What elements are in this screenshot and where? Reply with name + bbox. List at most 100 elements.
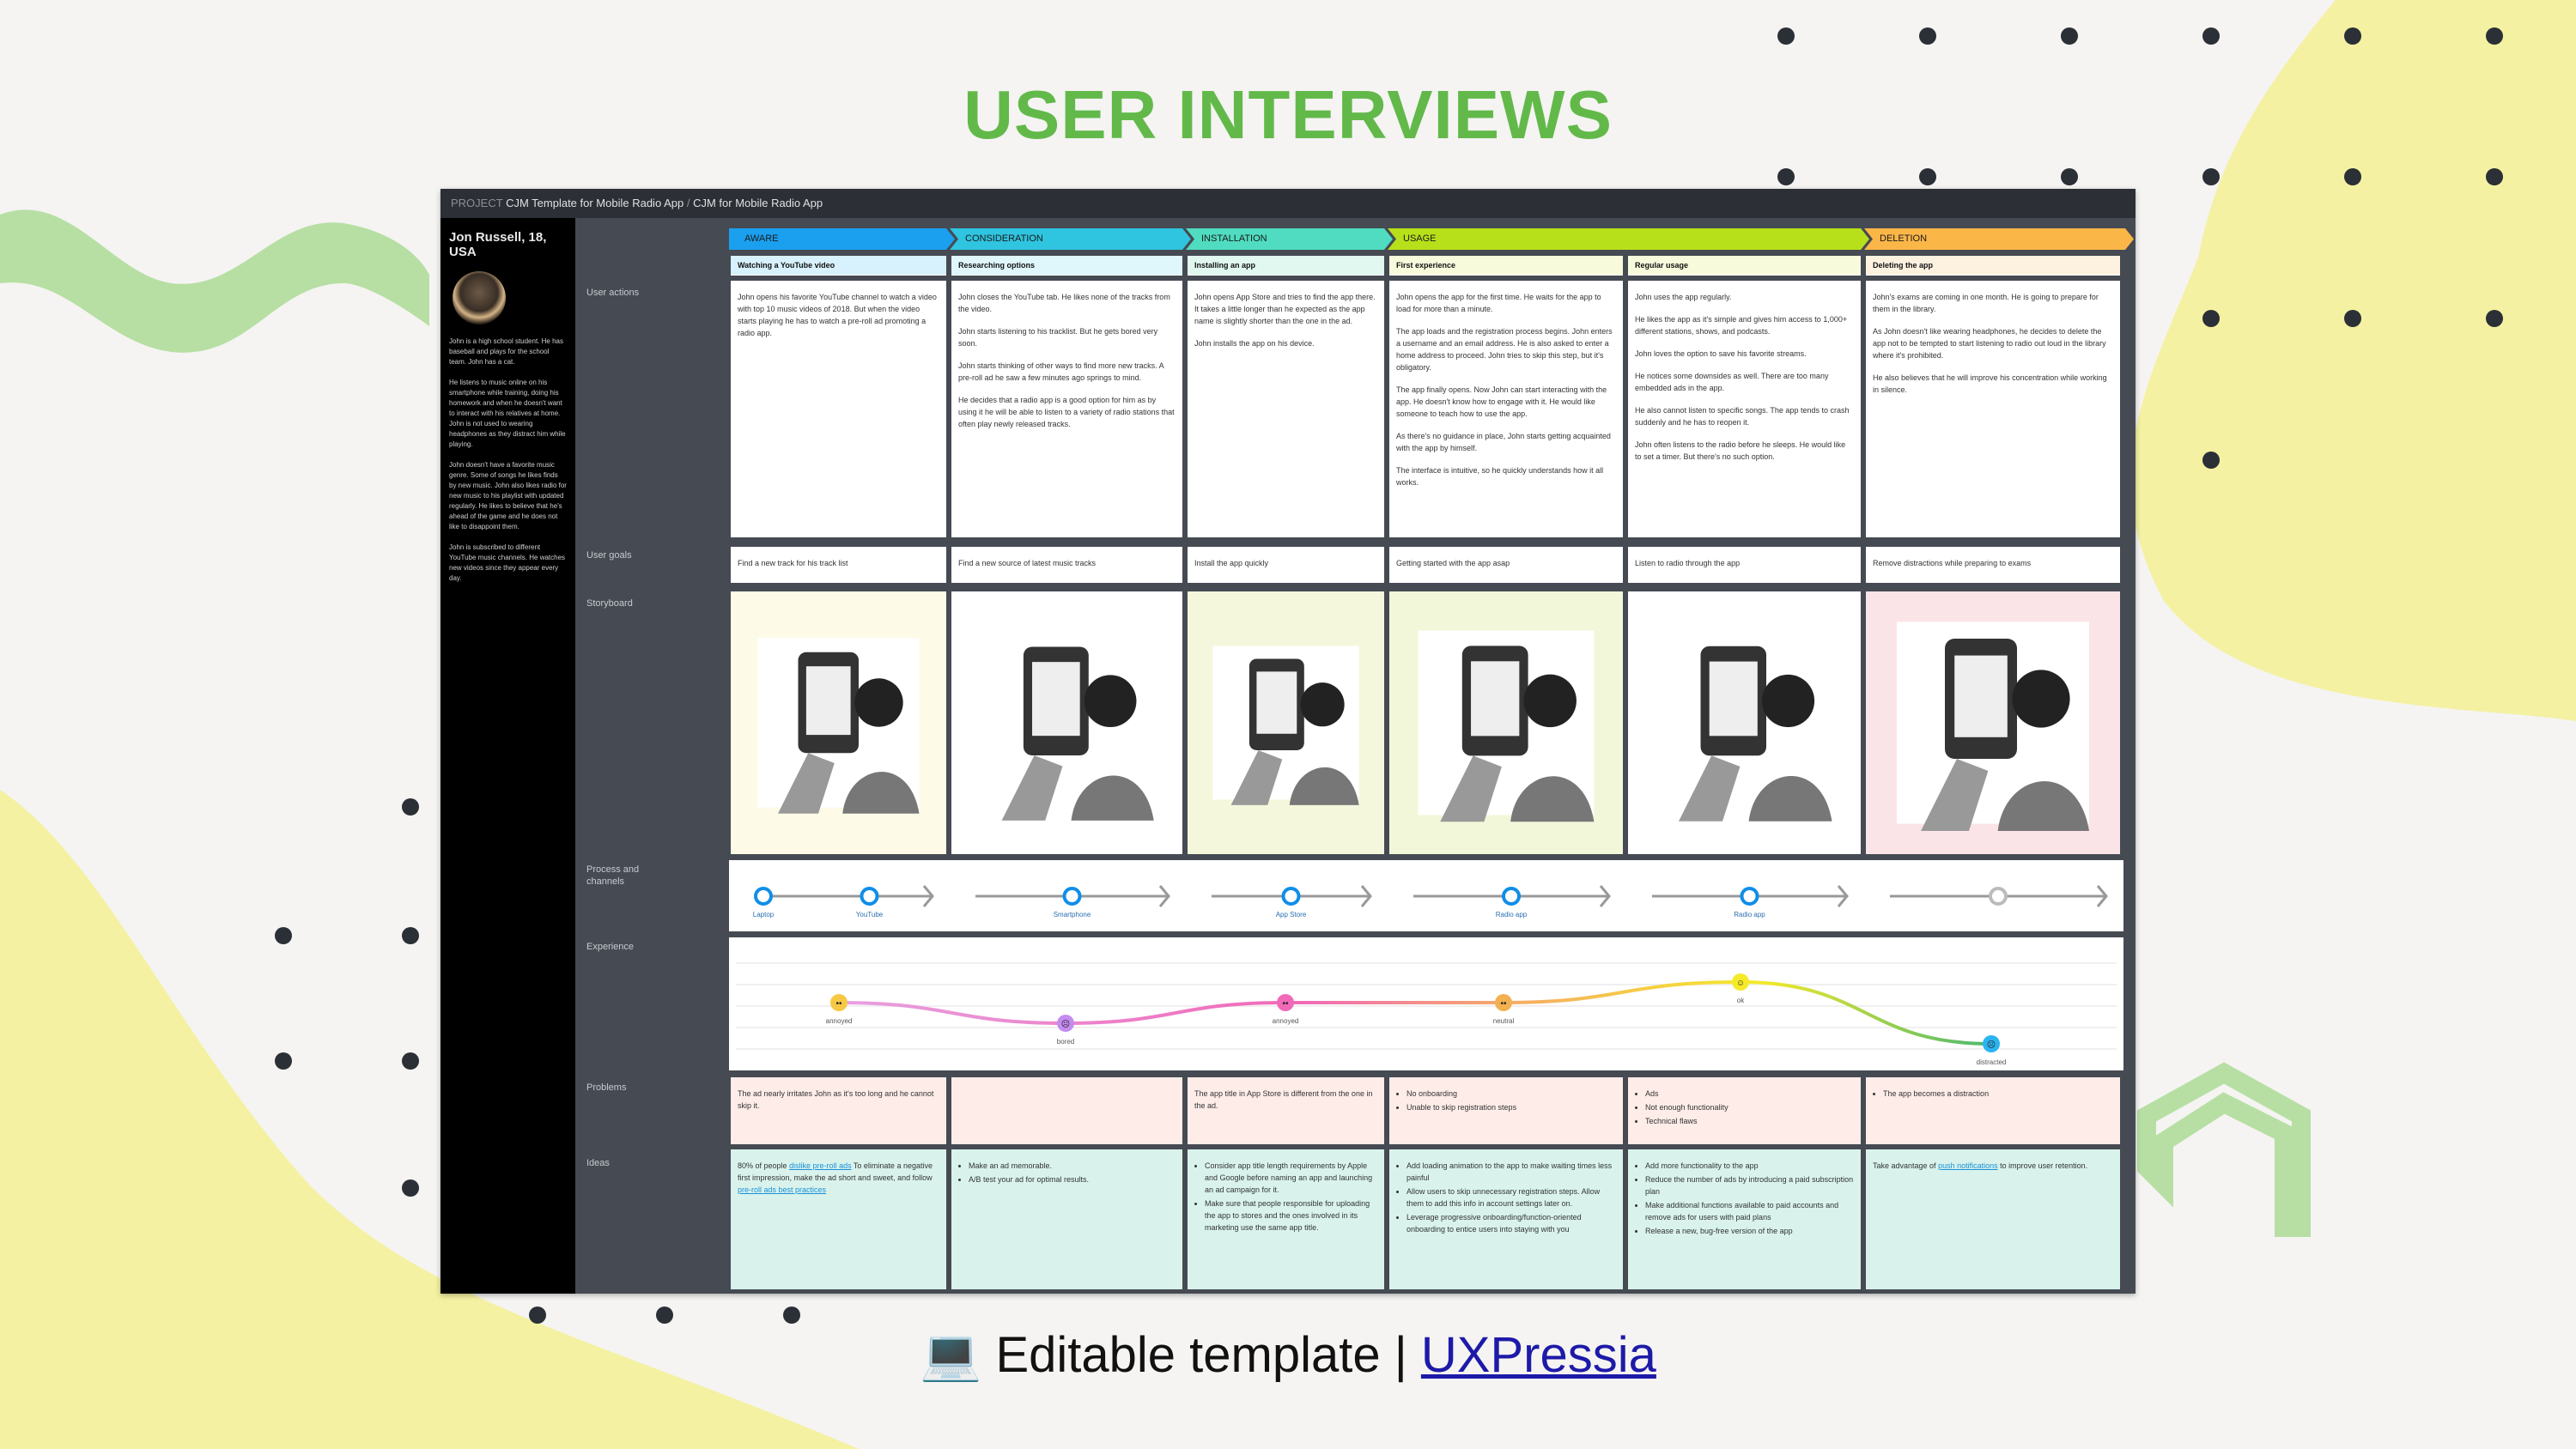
decorative-dot (275, 927, 292, 944)
emotion-face-icon (1732, 973, 1749, 991)
user-goal-cell[interactable]: Getting started with the app asap (1389, 547, 1623, 583)
user-action-text: The app finally opens. Now John can star… (1396, 385, 1607, 418)
storyboard-cell[interactable] (731, 591, 946, 854)
user-action-text: John loves the option to save his favori… (1635, 349, 1807, 358)
problems-cell[interactable]: The app title in App Store is different … (1188, 1077, 1384, 1144)
emotion-face-icon (1983, 1035, 2000, 1052)
arrow-right-icon (1158, 885, 1170, 907)
emotion-face-glyph: ☹ (1987, 1040, 1996, 1050)
decorative-dot (2486, 27, 2503, 45)
decorative-dot (2344, 310, 2361, 327)
idea-item: Leverage progressive onboarding/function… (1406, 1211, 1616, 1235)
emotion-label: distracted (1977, 1058, 2007, 1066)
decorative-dot (402, 1179, 419, 1197)
phase-usage[interactable]: USAGE (1388, 228, 1869, 250)
idea-item: A/B test your ad for optimal results. (969, 1173, 1176, 1185)
breadcrumb-map[interactable]: CJM for Mobile Radio App (693, 197, 823, 209)
storyboard-illustration (1656, 630, 1832, 822)
problems-cell[interactable]: No onboardingUnable to skip registration… (1389, 1077, 1623, 1144)
storyboard-cell[interactable] (1866, 591, 2120, 854)
decorative-dot (2202, 27, 2220, 45)
ideas-cell[interactable]: Take advantage of push notifications to … (1866, 1149, 2120, 1289)
problems-list: The app becomes a distraction (1873, 1088, 2113, 1100)
phase-consideration[interactable]: CONSIDERATION (950, 228, 1191, 250)
persona-bio: John doesn't have a favorite music genre… (449, 461, 567, 530)
decorative-dot (2202, 452, 2220, 469)
breadcrumb-separator: / (686, 197, 690, 209)
decorative-dot (2061, 27, 2078, 45)
user-actions-cell[interactable]: John closes the YouTube tab. He likes no… (951, 281, 1182, 537)
idea-text: 80% of people dislike pre-roll ads To el… (738, 1160, 939, 1196)
user-action-text: John's exams are coming in one month. He… (1873, 293, 2099, 313)
user-goal-cell[interactable]: Find a new source of latest music tracks (951, 547, 1182, 583)
problems-cell[interactable]: AdsNot enough functionalityTechnical fla… (1628, 1077, 1861, 1144)
problems-cell[interactable]: The app becomes a distraction (1866, 1077, 2120, 1144)
footer-text: Editable template | (995, 1327, 1407, 1383)
user-goal-cell[interactable]: Install the app quickly (1188, 547, 1384, 583)
storyboard-cell[interactable] (1389, 591, 1623, 854)
ideas-list: Make an ad memorable.A/B test your ad fo… (958, 1160, 1176, 1185)
idea-text-part: Take advantage of (1873, 1161, 1939, 1170)
channel-node-icon (1740, 887, 1759, 906)
user-actions-cell[interactable]: John's exams are coming in one month. He… (1866, 281, 2120, 537)
ideas-cell[interactable]: Add loading animation to the app to make… (1389, 1149, 1623, 1289)
decorative-dot (1919, 27, 1936, 45)
user-actions-cell[interactable]: John opens the app for the first time. H… (1389, 281, 1623, 537)
emotion-label: bored (1057, 1038, 1074, 1046)
stage-title: Regular usage (1628, 256, 1861, 275)
stage-header: Regular usage (1628, 256, 1861, 276)
problems-cell[interactable]: The ad nearly irritates John as it's too… (731, 1077, 946, 1144)
row-label-user-actions: User actions (586, 288, 640, 298)
phase-aware[interactable]: AWARE (729, 228, 955, 250)
storyboard-cell[interactable] (1188, 591, 1384, 854)
user-goal-cell[interactable]: Find a new track for his track list (731, 547, 946, 583)
emotion-face-glyph: •• (1500, 999, 1507, 1009)
experience-curve (838, 979, 1992, 1046)
problem-text: The ad nearly irritates John as it's too… (738, 1089, 934, 1110)
ideas-cell[interactable]: Make an ad memorable.A/B test your ad fo… (951, 1149, 1182, 1289)
idea-text-part: 80% of people (738, 1161, 790, 1170)
user-actions-cell[interactable]: John uses the app regularly.He likes the… (1628, 281, 1861, 537)
persona-name: Jon Russell, 18, USA (449, 230, 547, 259)
idea-link[interactable]: push notifications (1938, 1161, 1998, 1170)
user-actions-cell[interactable]: John opens App Store and tries to find t… (1188, 281, 1384, 537)
arrow-right-icon (1837, 885, 1849, 907)
decorative-dot (2344, 27, 2361, 45)
uxpressia-link[interactable]: UXPressia (1420, 1327, 1656, 1383)
channel-node-icon (1989, 887, 2008, 906)
user-actions-cell[interactable]: John opens his favorite YouTube channel … (731, 281, 946, 537)
user-goal-cell[interactable]: Listen to radio through the app (1628, 547, 1861, 583)
arrow-right-icon (1599, 885, 1611, 907)
storyboard-cell[interactable] (951, 591, 1182, 854)
problems-cell[interactable] (951, 1077, 1182, 1144)
stage-title: Deleting the app (1866, 256, 2120, 275)
channel-label: Laptop (753, 911, 775, 919)
idea-item: Make sure that people responsible for up… (1205, 1197, 1377, 1234)
user-action-text: As John doesn't like wearing headphones,… (1873, 327, 2106, 360)
user-goal-cell[interactable]: Remove distractions while preparing to e… (1866, 547, 2120, 583)
stage-header: Researching options (951, 256, 1182, 276)
user-action-text: As there's no guidance in place, John st… (1396, 432, 1611, 452)
phase-installation[interactable]: INSTALLATION (1186, 228, 1393, 250)
phase-deletion[interactable]: DELETION (1864, 228, 2134, 250)
stage-header: Deleting the app (1866, 256, 2120, 276)
ideas-cell[interactable]: Add more functionality to the appReduce … (1628, 1149, 1861, 1289)
row-label-storyboard: Storyboard (586, 598, 633, 609)
stage-title: Installing an app (1188, 256, 1384, 275)
emotion-face-glyph: •• (835, 999, 842, 1009)
breadcrumb-project[interactable]: CJM Template for Mobile Radio App (506, 197, 684, 209)
idea-link[interactable]: pre-roll ads best practices (738, 1185, 827, 1194)
arrow-right-icon (1360, 885, 1372, 907)
emotion-face-icon (830, 994, 848, 1011)
ideas-list: Consider app title length requirements b… (1194, 1160, 1377, 1234)
decorative-dot (275, 1052, 292, 1070)
row-label-process: Process and channels (586, 864, 640, 887)
ideas-cell[interactable]: 80% of people dislike pre-roll ads To el… (731, 1149, 946, 1289)
emotion-face-icon (1277, 994, 1294, 1011)
row-label-ideas: Ideas (586, 1158, 610, 1168)
idea-link[interactable]: dislike pre-roll ads (789, 1161, 852, 1170)
user-action-text: John often listens to the radio before h… (1635, 440, 1846, 461)
user-action-text: John uses the app regularly. (1635, 293, 1732, 301)
ideas-cell[interactable]: Consider app title length requirements b… (1188, 1149, 1384, 1289)
storyboard-cell[interactable] (1628, 591, 1861, 854)
